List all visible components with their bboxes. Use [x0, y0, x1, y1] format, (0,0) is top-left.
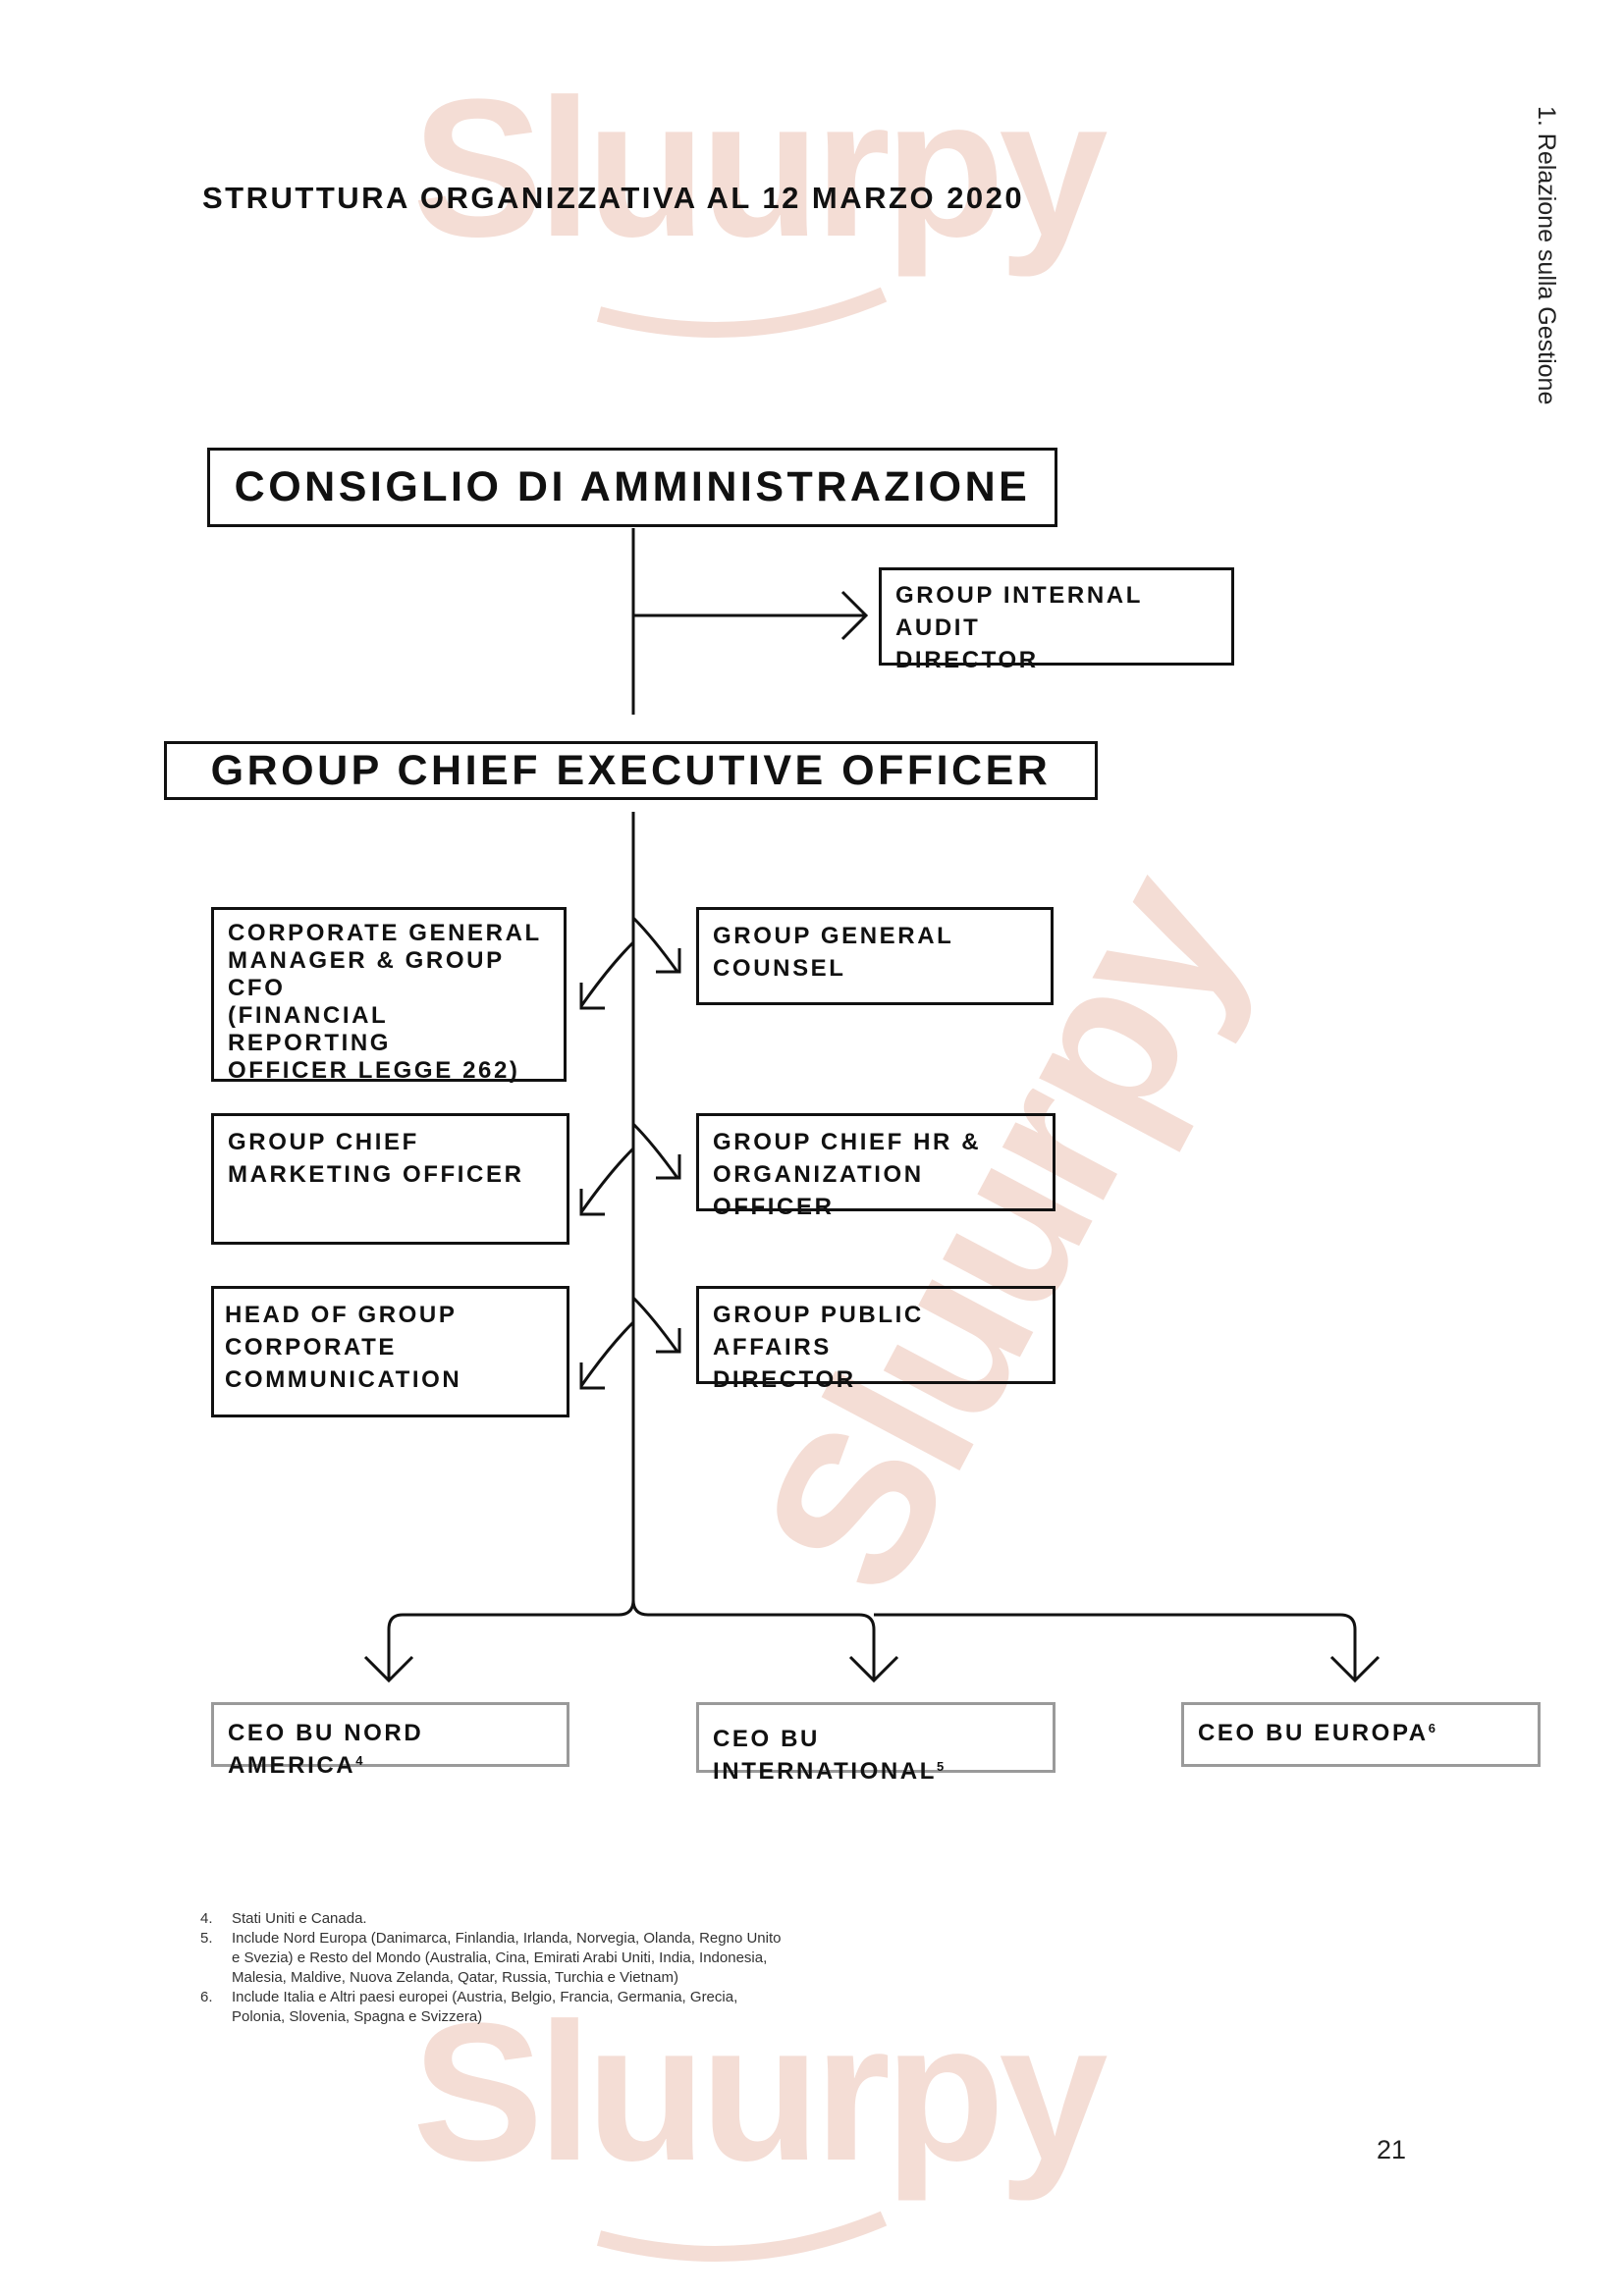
marketing-box: GROUP CHIEF MARKETING OFFICER	[211, 1113, 569, 1245]
connector-bu-1	[387, 1599, 635, 1679]
ceo-label: GROUP CHIEF EXECUTIVE OFFICER	[210, 746, 1052, 794]
board-label: CONSIGLIO DI AMMINISTRAZIONE	[234, 463, 1031, 510]
bu-europa-box: CEO BU EUROPA6	[1181, 1702, 1541, 1767]
connector-bu-3	[874, 1613, 1357, 1679]
footnote-number: 6.	[200, 1989, 213, 2005]
footnote-6: 6. Include Italia e Altri paesi europei …	[200, 1988, 789, 2027]
public-affairs-box: GROUP PUBLIC AFFAIRS DIRECTOR	[696, 1286, 1056, 1393]
bu-europa-note: 6	[1428, 1721, 1435, 1735]
bu-nord-america-label: CEO BU NORD AMERICA	[228, 1720, 424, 1779]
footnote-number: 5.	[200, 1930, 213, 1947]
bu-nord-america-box: CEO BU NORD AMERICA4	[211, 1702, 569, 1779]
bu-europa-label: CEO BU EUROPA	[1198, 1720, 1429, 1746]
hr-label: GROUP CHIEF HR & ORGANIZATION OFFICER	[713, 1129, 982, 1220]
footnote-text: Stati Uniti e Canada.	[232, 1910, 367, 1927]
footnote-number: 4.	[200, 1910, 213, 1927]
side-arrows	[579, 916, 681, 1390]
footnote-text: Include Nord Europa (Danimarca, Finlandi…	[232, 1930, 782, 1986]
ceo-box: GROUP CHIEF EXECUTIVE OFFICER	[164, 741, 1098, 800]
bu-international-label: CEO BU INTERNATIONAL	[713, 1726, 938, 1785]
counsel-label: GROUP GENERAL COUNSEL	[713, 923, 954, 982]
arrow-bu-1	[363, 1655, 414, 1683]
audit-box: GROUP INTERNAL AUDIT DIRECTOR	[879, 567, 1234, 673]
board-box: CONSIGLIO DI AMMINISTRAZIONE	[207, 448, 1057, 527]
section-label: 1. Relazione sulla Gestione	[1533, 106, 1560, 405]
footnote-4: 4. Stati Uniti e Canada.	[200, 1909, 789, 1929]
arrow-bu-2	[848, 1655, 899, 1683]
footnote-5: 5. Include Nord Europa (Danimarca, Finla…	[200, 1929, 789, 1988]
page-number: 21	[1377, 2135, 1407, 2164]
cfo-box: CORPORATE GENERAL MANAGER & GROUP CFO (F…	[211, 907, 567, 1084]
bu-nord-america-note: 4	[355, 1753, 363, 1768]
bu-international-note: 5	[937, 1759, 945, 1774]
hr-box: GROUP CHIEF HR & ORGANIZATION OFFICER	[696, 1113, 1056, 1220]
marketing-label: GROUP CHIEF MARKETING OFFICER	[228, 1129, 524, 1188]
communication-label: HEAD OF GROUP CORPORATE COMMUNICATION	[225, 1302, 462, 1393]
cfo-label: CORPORATE GENERAL MANAGER & GROUP CFO (F…	[228, 920, 542, 1084]
footnote-text: Include Italia e Altri paesi europei (Au…	[232, 1989, 738, 2025]
bu-international-box: CEO BU INTERNATIONAL5	[696, 1702, 1056, 1785]
audit-label: GROUP INTERNAL AUDIT DIRECTOR	[895, 582, 1143, 673]
arrow-audit	[840, 590, 869, 641]
public-affairs-label: GROUP PUBLIC AFFAIRS DIRECTOR	[713, 1302, 924, 1393]
communication-box: HEAD OF GROUP CORPORATE COMMUNICATION	[211, 1286, 569, 1417]
page-title: STRUTTURA ORGANIZZATIVA AL 12 MARZO 2020	[202, 181, 1025, 215]
footnotes: 4. Stati Uniti e Canada. 5. Include Nord…	[200, 1909, 789, 2027]
arrow-bu-3	[1329, 1655, 1380, 1683]
connector-bu-2	[631, 1599, 876, 1679]
counsel-box: GROUP GENERAL COUNSEL	[696, 907, 1054, 1005]
